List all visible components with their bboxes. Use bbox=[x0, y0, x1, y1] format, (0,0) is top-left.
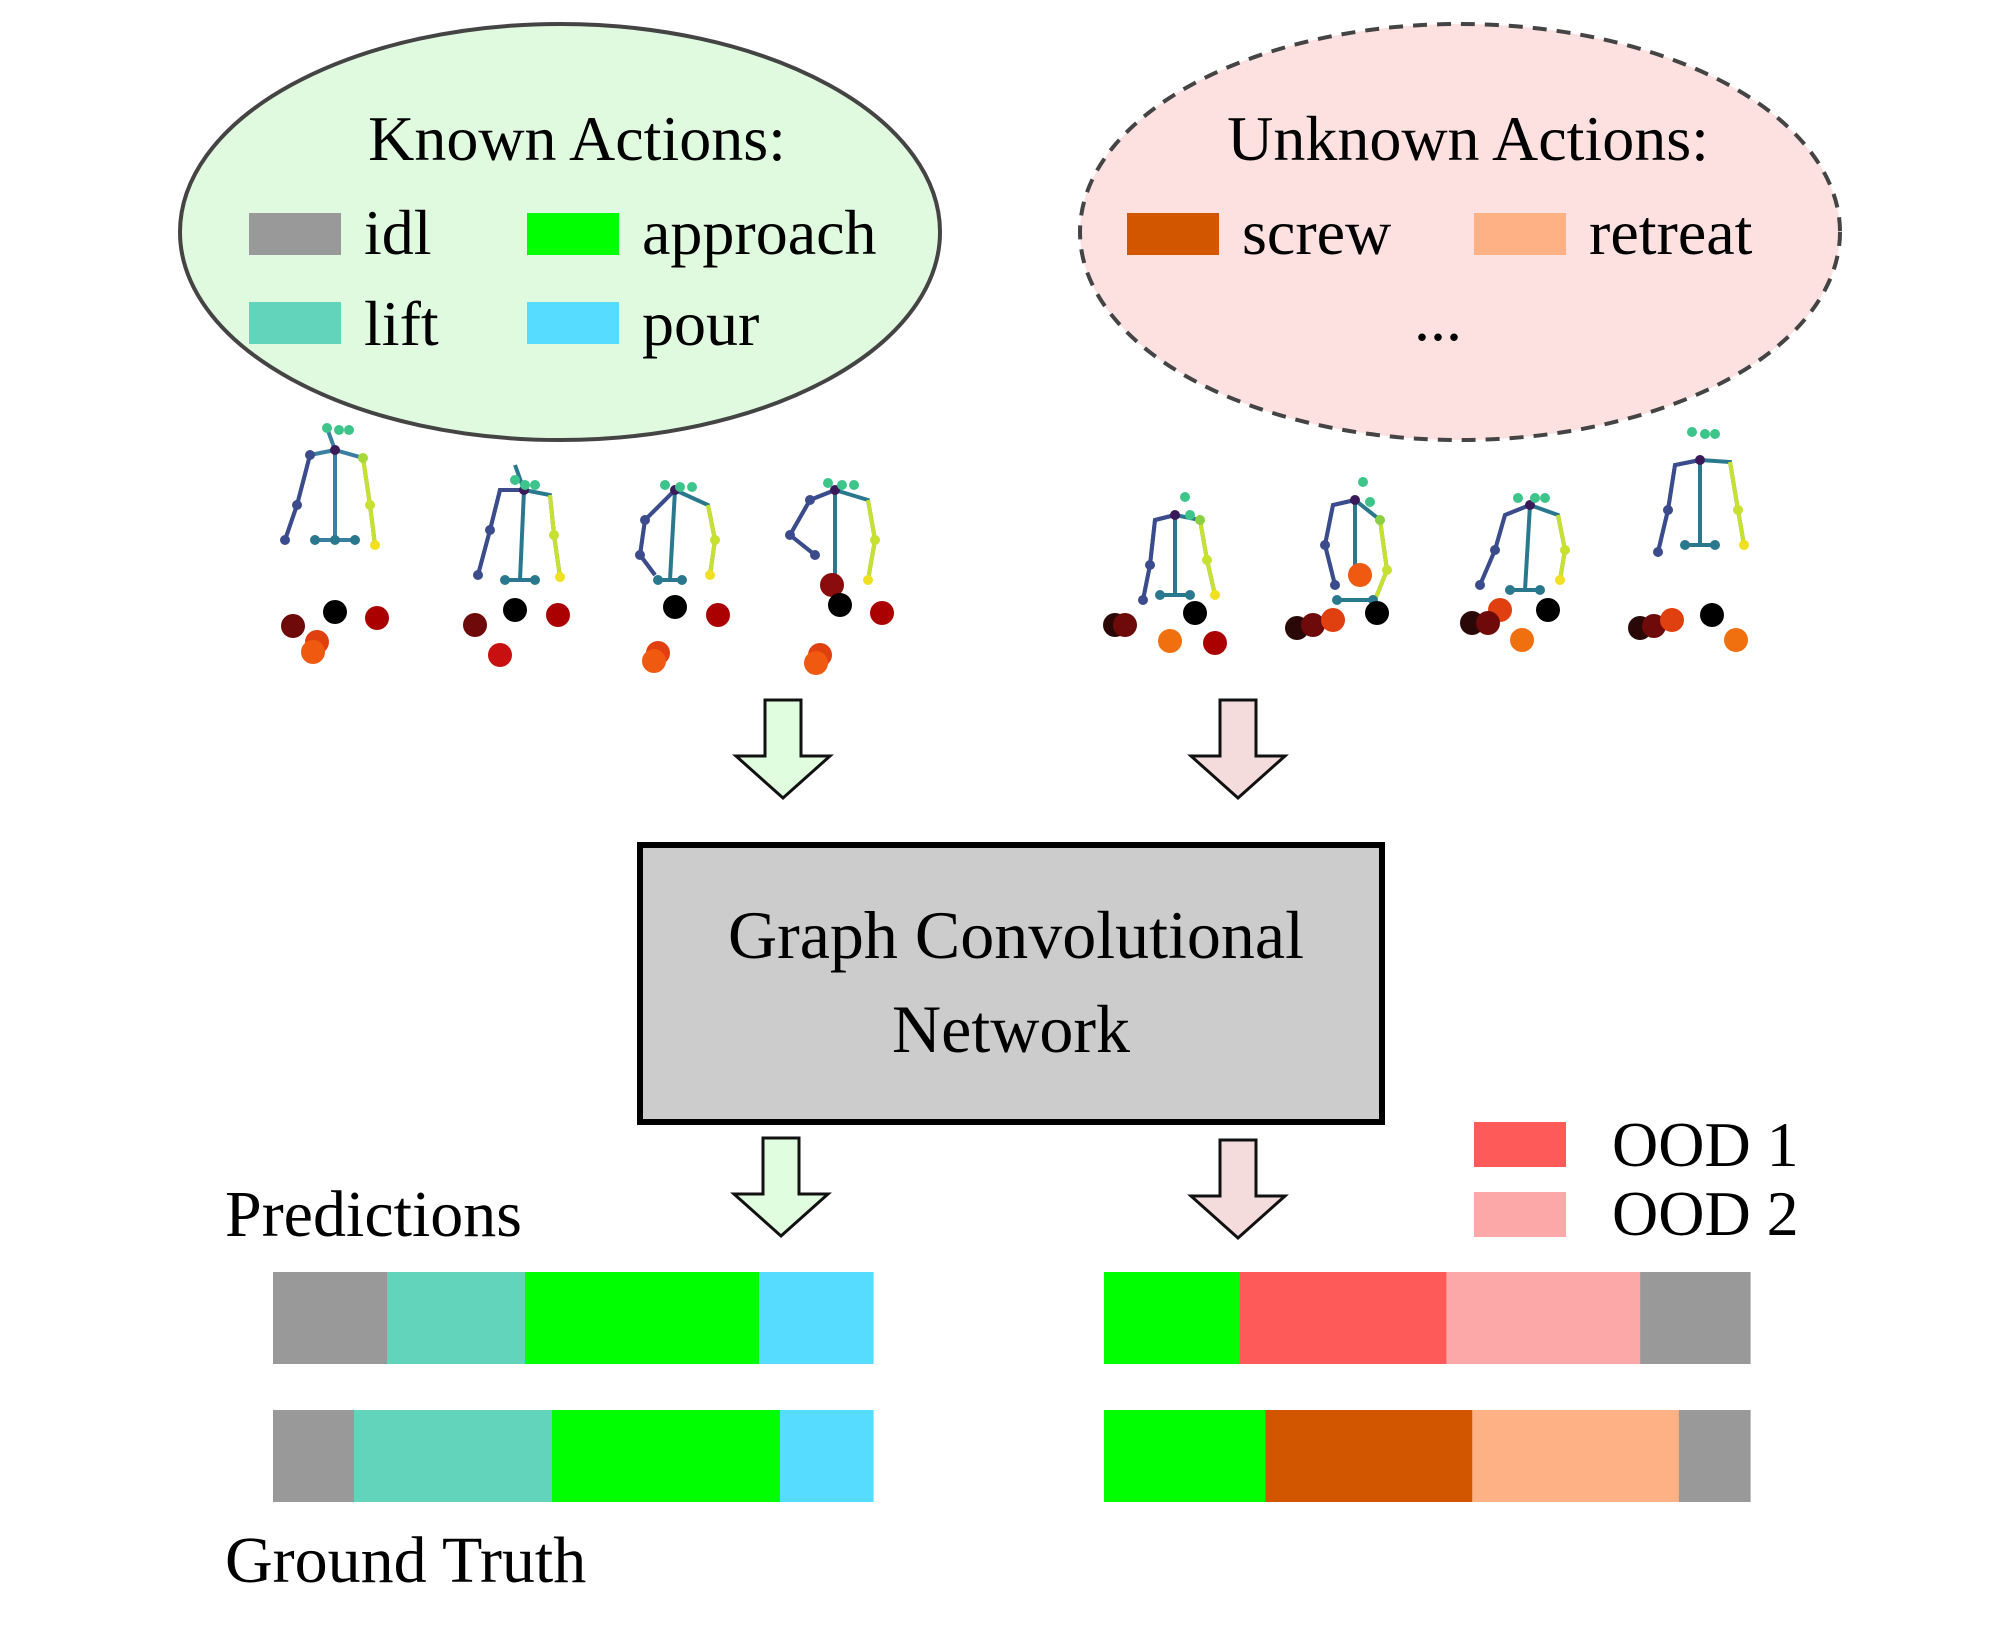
bar-segment-lift bbox=[387, 1272, 526, 1364]
idl-label: idl bbox=[364, 197, 432, 268]
retreat-label: retreat bbox=[1589, 197, 1753, 268]
known-actions-bubble: Known Actions: idl approach lift pour bbox=[178, 22, 942, 442]
unknown-predictions-bar bbox=[1104, 1272, 1751, 1364]
unknown-actions-bubble: Unknown Actions: screw retreat ... bbox=[1078, 22, 1842, 442]
network-line-2: Network bbox=[892, 991, 1130, 1067]
network-rectangle bbox=[637, 842, 1385, 1125]
ood-2-swatch bbox=[1474, 1192, 1566, 1237]
bar-segment-approach bbox=[1104, 1410, 1267, 1502]
bar-segment-idl bbox=[1640, 1272, 1751, 1364]
skeleton-pose-4 bbox=[785, 478, 894, 675]
bar-segment-pour bbox=[780, 1410, 874, 1502]
bar-segment-idl bbox=[273, 1410, 355, 1502]
known-ground-truth-bar bbox=[273, 1410, 874, 1502]
known-actions-title: Known Actions: bbox=[368, 103, 786, 174]
predictions-label: Predictions bbox=[225, 1178, 522, 1251]
network-line-1: Graph Convolutional bbox=[728, 897, 1304, 973]
skeleton-pose-1 bbox=[280, 423, 389, 664]
bar-segment-retreat bbox=[1472, 1410, 1680, 1502]
known-input-arrow bbox=[732, 698, 834, 801]
known-predictions-bar bbox=[273, 1272, 874, 1364]
lift-swatch bbox=[249, 302, 341, 344]
unknown-ground-truth-bar bbox=[1104, 1410, 1751, 1502]
unknown-actions-ellipse bbox=[1078, 22, 1842, 442]
unknown-ellipsis: ... bbox=[1414, 283, 1462, 354]
approach-swatch bbox=[527, 213, 619, 255]
skeleton-pose-3 bbox=[635, 480, 730, 673]
screw-swatch bbox=[1127, 213, 1219, 255]
network-box: Graph Convolutional Network bbox=[637, 842, 1385, 1125]
screw-label: screw bbox=[1242, 197, 1391, 268]
skeleton-pose-7 bbox=[1460, 493, 1570, 652]
skeleton-pose-6 bbox=[1285, 477, 1392, 640]
approach-label: approach bbox=[642, 197, 877, 268]
ood-legend: OOD 1 OOD 2 bbox=[1474, 1109, 1799, 1249]
skeleton-pose-2 bbox=[463, 464, 570, 667]
pour-swatch bbox=[527, 302, 619, 344]
ood-2-label: OOD 2 bbox=[1612, 1178, 1799, 1249]
bar-segment-approach bbox=[1104, 1272, 1241, 1364]
bar-segment-idl bbox=[273, 1272, 388, 1364]
bar-segment-pour bbox=[759, 1272, 874, 1364]
lift-label: lift bbox=[364, 288, 439, 359]
bar-segment-idl bbox=[1678, 1410, 1751, 1502]
unknown-output-arrow bbox=[1187, 1138, 1289, 1241]
idl-swatch bbox=[249, 213, 341, 255]
bar-segment-ood-2 bbox=[1446, 1272, 1641, 1364]
known-skeleton-poses bbox=[280, 423, 894, 675]
skeleton-pose-8 bbox=[1628, 427, 1749, 652]
retreat-swatch bbox=[1474, 213, 1566, 255]
pour-label: pour bbox=[642, 288, 759, 359]
unknown-skeleton-poses bbox=[1103, 427, 1749, 655]
ood-1-swatch bbox=[1474, 1122, 1566, 1167]
unknown-actions-title: Unknown Actions: bbox=[1227, 103, 1709, 174]
skeleton-pose-5 bbox=[1103, 492, 1227, 655]
bar-segment-lift bbox=[354, 1410, 553, 1502]
bar-segment-screw bbox=[1265, 1410, 1473, 1502]
known-output-arrow bbox=[730, 1136, 832, 1239]
ood-1-label: OOD 1 bbox=[1612, 1109, 1799, 1180]
bar-segment-approach bbox=[525, 1272, 760, 1364]
bar-segment-approach bbox=[552, 1410, 781, 1502]
unknown-input-arrow bbox=[1187, 698, 1289, 801]
ground-truth-label: Ground Truth bbox=[225, 1524, 586, 1597]
bar-segment-ood-1 bbox=[1239, 1272, 1447, 1364]
